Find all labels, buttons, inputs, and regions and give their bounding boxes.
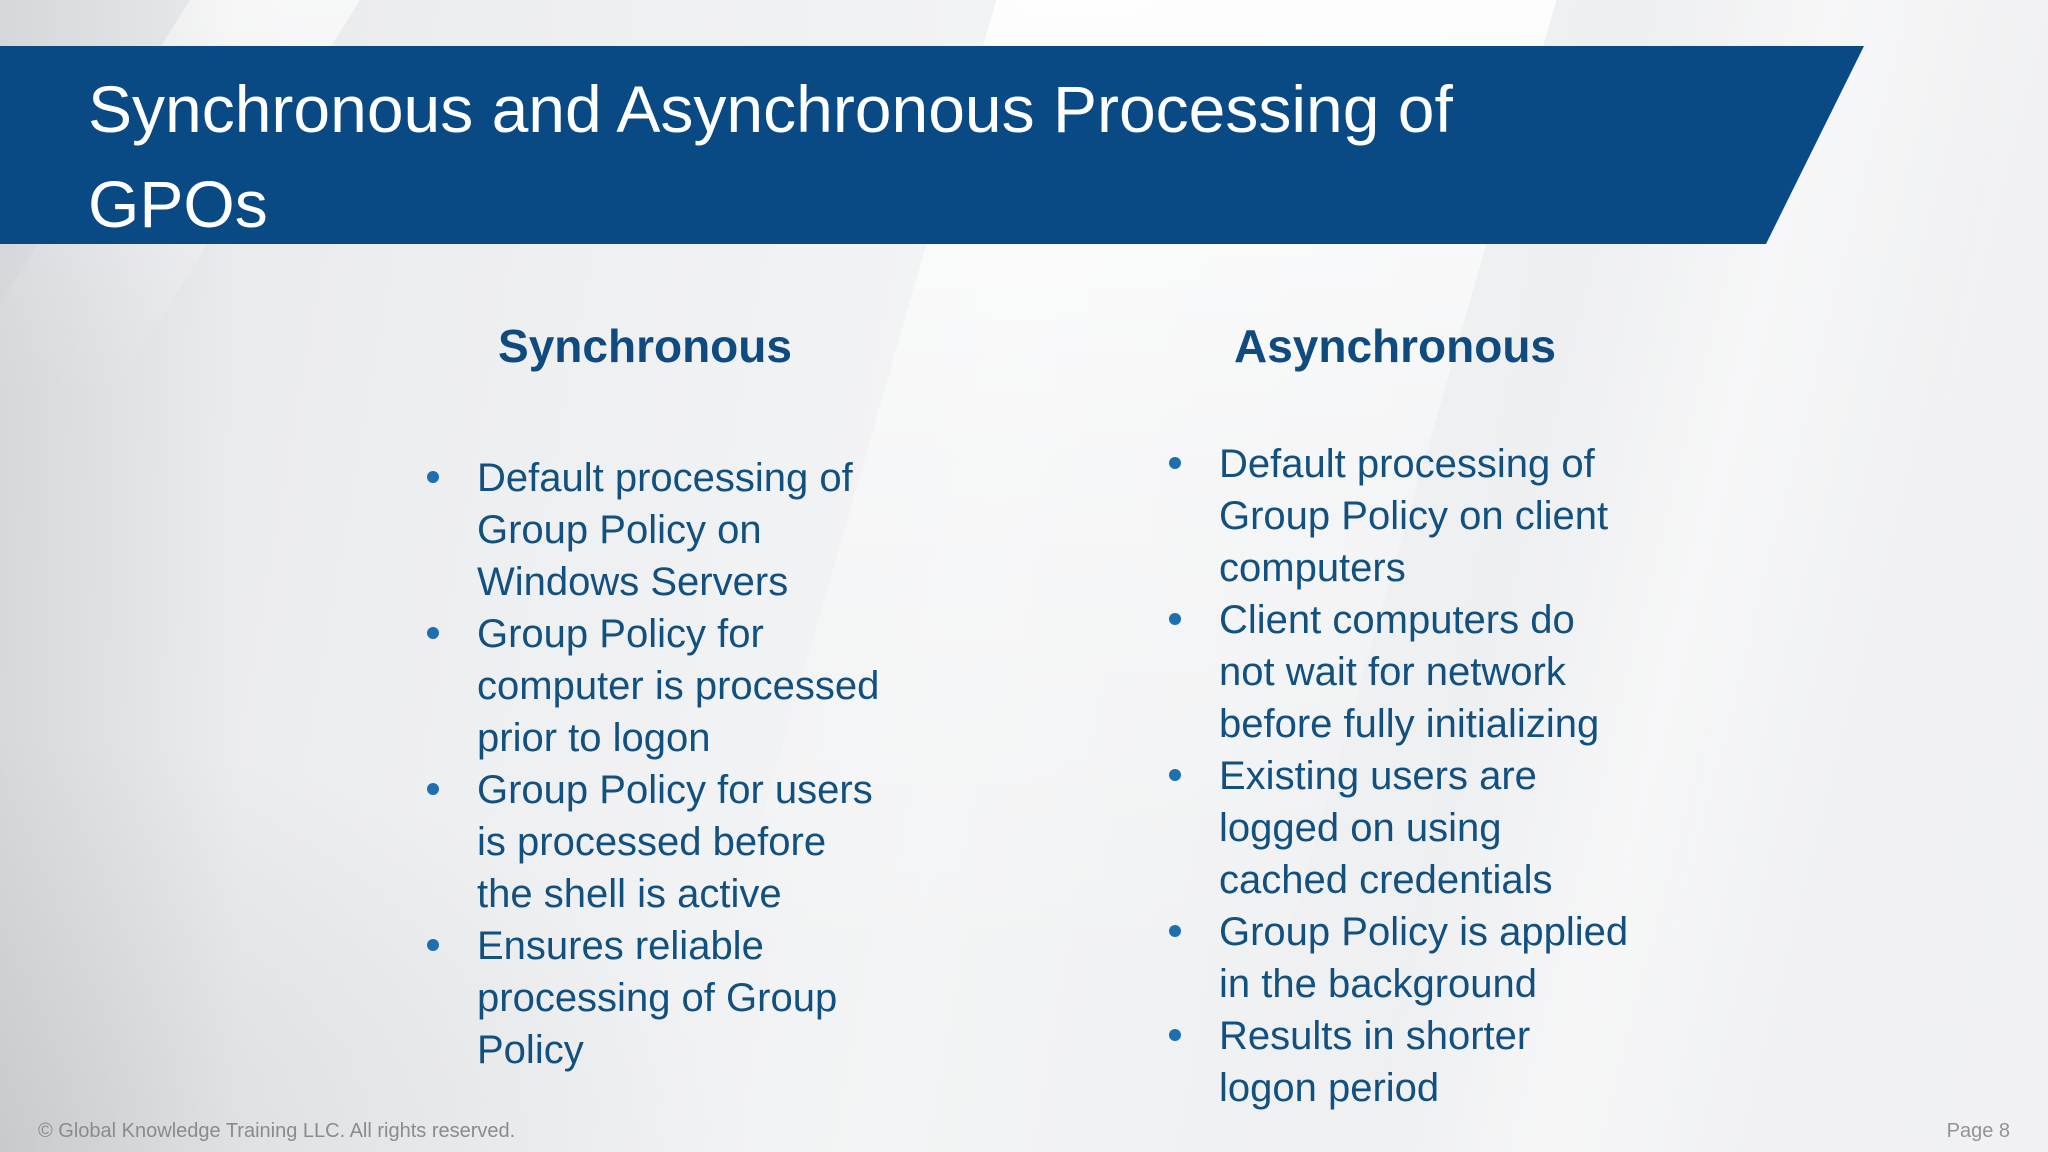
copyright-text: © Global Knowledge Training LLC. All rig… xyxy=(38,1120,516,1142)
asynchronous-bullet-list: Default processing of Group Policy on cl… xyxy=(1167,438,1787,1114)
bullet-item: Group Policy for computer is processed p… xyxy=(425,608,1025,764)
bullet-item: Ensures reliable processing of Group Pol… xyxy=(425,920,1025,1076)
synchronous-heading: Synchronous xyxy=(498,320,792,372)
synchronous-bullet-list: Default processing of Group Policy on Wi… xyxy=(425,452,1025,1076)
bullet-item: Client computers do not wait for network… xyxy=(1167,594,1787,750)
bullet-item: Default processing of Group Policy on Wi… xyxy=(425,452,1025,608)
bullet-item: Existing users are logged on using cache… xyxy=(1167,750,1787,906)
bullet-item: Group Policy for users is processed befo… xyxy=(425,764,1025,920)
slide-title: Synchronous and Asynchronous Processing … xyxy=(88,72,1453,241)
asynchronous-heading: Asynchronous xyxy=(1233,320,1557,372)
page-number: Page 8 xyxy=(1946,1120,2010,1142)
bullet-item: Results in shorter logon period xyxy=(1167,1010,1787,1114)
bullet-item: Group Policy is applied in the backgroun… xyxy=(1167,906,1787,1010)
bullet-item: Default processing of Group Policy on cl… xyxy=(1167,438,1787,594)
title-banner: Synchronous and Asynchronous Processing … xyxy=(0,46,1864,244)
